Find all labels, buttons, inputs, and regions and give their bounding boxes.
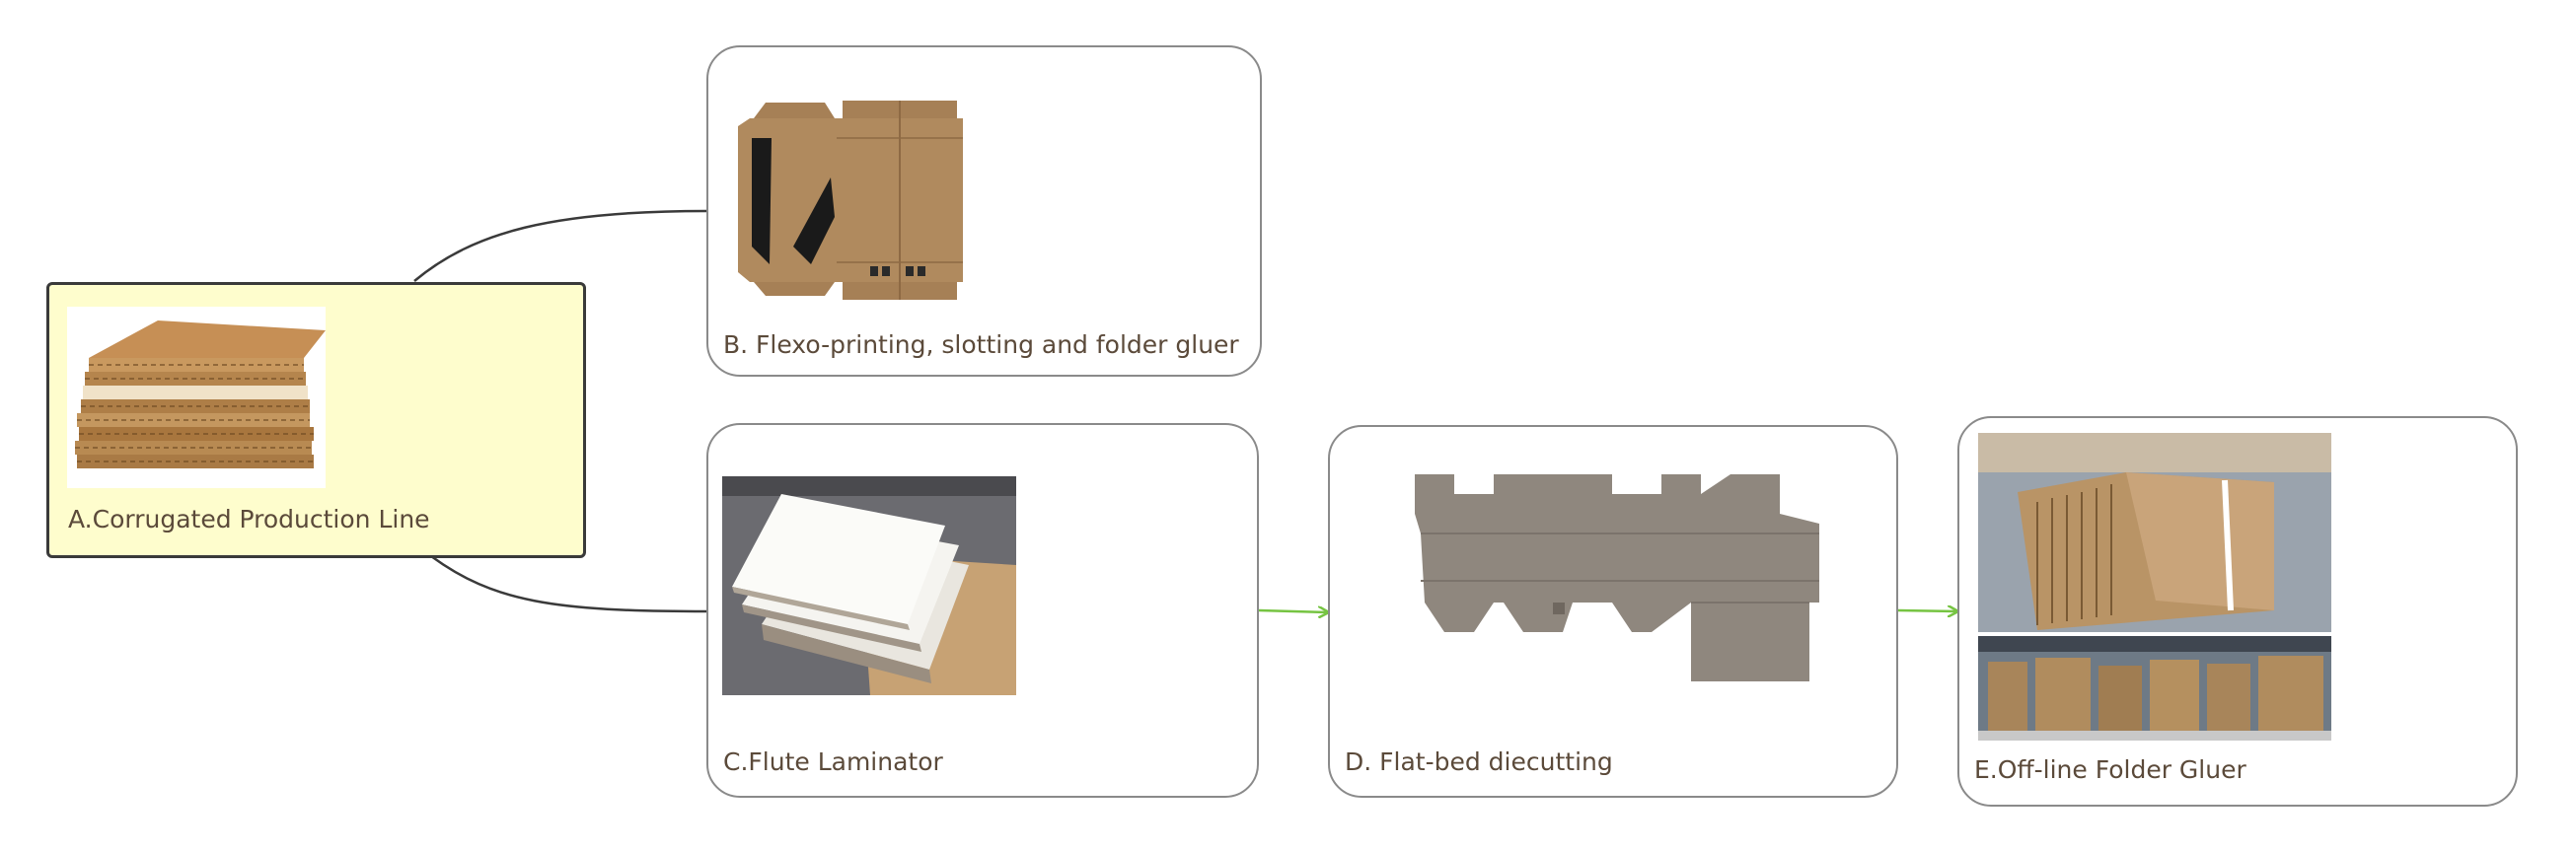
node-flute-laminator[interactable]: C.Flute Laminator (706, 423, 1259, 798)
arrow-c-to-d (1258, 610, 1328, 612)
laminated-stack-icon (722, 476, 1016, 695)
connector-a-to-b (413, 209, 707, 282)
node-flexo-printing[interactable]: B. Flexo-printing, slotting and folder g… (706, 45, 1262, 377)
arrow-d-to-e (1897, 610, 1957, 611)
node-b-label: B. Flexo-printing, slotting and folder g… (723, 330, 1239, 359)
diecut-shape-icon (1415, 474, 1819, 681)
node-offline-folder-gluer[interactable]: E.Off-line Folder Gluer (1957, 416, 2518, 807)
printed-box-blank-image (732, 99, 971, 304)
node-corrugated-production-line[interactable]: A.Corrugated Production Line (46, 282, 586, 558)
node-e-label: E.Off-line Folder Gluer (1974, 755, 2246, 784)
folded-boxes-image (1978, 433, 2331, 741)
diecut-board-image (1415, 474, 1827, 687)
node-d-label: D. Flat-bed diecutting (1345, 747, 1613, 776)
connector-a-to-c (430, 554, 707, 613)
box-blank-icon (738, 101, 963, 300)
node-c-label: C.Flute Laminator (723, 747, 943, 776)
node-a-label: A.Corrugated Production Line (68, 505, 430, 533)
folded-boxes-icon (1978, 433, 2331, 741)
node-flat-bed-diecutting[interactable]: D. Flat-bed diecutting (1328, 425, 1898, 798)
corrugated-board-image (67, 307, 326, 488)
laminated-sheets-image (722, 476, 1016, 695)
corrugated-stack-icon (75, 320, 326, 468)
